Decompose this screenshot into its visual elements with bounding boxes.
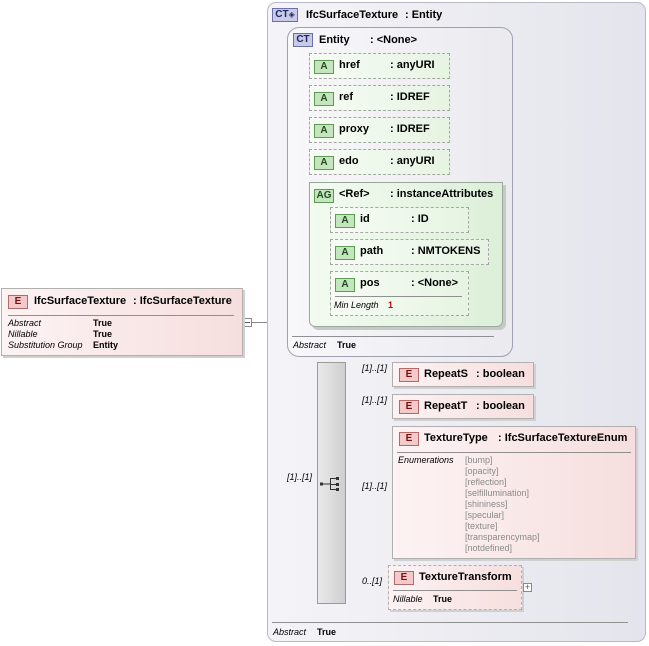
expand-plus-button[interactable]: +: [523, 582, 532, 592]
divider: [397, 452, 631, 453]
attribute-name: pos: [360, 277, 380, 289]
complex-type-type: : Entity: [405, 9, 443, 21]
element-badge: E: [394, 571, 414, 585]
min-length-label: Min Length: [334, 300, 379, 310]
attribute-id[interactable]: A id : ID: [330, 207, 469, 233]
attribute-type: : IDREF: [390, 123, 430, 135]
entity-name: Entity: [319, 34, 350, 46]
attribute-badge: A: [314, 156, 334, 170]
nillable-label: Nillable: [393, 594, 423, 604]
divider: [272, 622, 628, 623]
enum-shininess: [shininess]: [465, 499, 508, 509]
repeats-cardinality: [1]..[1]: [362, 363, 388, 373]
attribute-group-type: : instanceAttributes: [390, 188, 494, 200]
element-badge: E: [399, 432, 419, 446]
sequence-arrow-icon: ◈: [288, 10, 295, 19]
enumerations-label: Enumerations: [398, 455, 454, 465]
attribute-ref[interactable]: A ref : IDREF: [309, 85, 450, 111]
sequence-icon: [320, 477, 339, 491]
attribute-href[interactable]: A href : anyURI: [309, 53, 450, 79]
texturetype-cardinality: [1]..[1]: [362, 481, 388, 491]
element-name: TextureType: [424, 432, 488, 444]
enum-opacity: [opacity]: [465, 466, 499, 476]
enum-notdefined: [notdefined]: [465, 543, 513, 553]
attribute-badge: A: [335, 214, 355, 228]
root-element-name: IfcSurfaceTexture: [34, 295, 127, 307]
attribute-badge: A: [314, 92, 334, 106]
attribute-type: : ID: [411, 213, 429, 225]
element-repeatt[interactable]: E RepeatT : boolean: [392, 394, 534, 419]
attribute-group-name: <Ref>: [339, 188, 370, 200]
enum-texture: [texture]: [465, 521, 498, 531]
complex-type-name: IfcSurfaceTexture: [306, 9, 399, 21]
divider: [8, 315, 234, 316]
element-badge: E: [399, 368, 419, 382]
root-element-ifcsurfacetexture[interactable]: E IfcSurfaceTexture : IfcSurfaceTexture …: [1, 288, 243, 356]
enum-specular: [specular]: [465, 510, 505, 520]
attribute-name: ref: [339, 91, 354, 103]
divider: [335, 296, 462, 297]
element-name: TextureTransform: [419, 571, 512, 583]
attribute-badge: A: [314, 124, 334, 138]
attribute-proxy[interactable]: A proxy : IDREF: [309, 117, 450, 143]
nillable-value: True: [433, 594, 453, 604]
complex-type-badge: CT◈: [272, 8, 298, 22]
element-texturetype[interactable]: E TextureType : IfcSurfaceTextureEnum En…: [392, 426, 636, 559]
element-name: RepeatT: [424, 400, 468, 412]
element-type: : boolean: [476, 400, 525, 412]
sequence-cardinality: [1]..[1]: [287, 472, 313, 482]
attribute-name: id: [360, 213, 370, 225]
element-repeats[interactable]: E RepeatS : boolean: [392, 362, 534, 387]
min-length-value: 1: [388, 300, 394, 310]
attribute-badge: A: [335, 278, 355, 292]
sequence-compositor[interactable]: [317, 362, 346, 604]
enum-transparencymap: [transparencymap]: [465, 532, 540, 542]
attribute-path[interactable]: A path : NMTOKENS: [330, 239, 489, 265]
element-type: : IfcSurfaceTextureEnum: [498, 432, 628, 444]
element-badge: E: [8, 295, 28, 309]
entity-abstract-label: Abstract: [293, 340, 327, 350]
divider: [393, 590, 517, 591]
attribute-pos[interactable]: A pos : <None> Min Length 1: [330, 271, 469, 316]
prop-label-nillable: Nillable: [8, 329, 38, 339]
attribute-name: path: [360, 245, 384, 257]
root-element-type: : IfcSurfaceTexture: [133, 295, 232, 307]
attribute-type: : anyURI: [390, 59, 435, 71]
attribute-type: : IDREF: [390, 91, 430, 103]
divider: [292, 336, 494, 337]
texturetransform-cardinality: 0..[1]: [362, 576, 383, 586]
enum-reflection: [reflection]: [465, 477, 507, 487]
attribute-name: href: [339, 59, 360, 71]
prop-value-abstract: True: [93, 318, 113, 328]
attribute-name: edo: [339, 155, 359, 167]
prop-value-substitution-group: Entity: [93, 340, 119, 350]
ct-abstract-value: True: [317, 627, 337, 637]
entity-abstract-value: True: [337, 340, 357, 350]
attribute-badge: A: [335, 246, 355, 260]
enum-bump: [bump]: [465, 455, 493, 465]
entity-type: : <None>: [370, 34, 418, 46]
attribute-type: : NMTOKENS: [411, 245, 481, 257]
prop-label-substitution-group: Substitution Group: [8, 340, 83, 350]
attribute-edo[interactable]: A edo : anyURI: [309, 149, 450, 175]
element-name: RepeatS: [424, 368, 469, 380]
element-type: : boolean: [476, 368, 525, 380]
attribute-name: proxy: [339, 123, 369, 135]
ct-abstract-label: Abstract: [273, 627, 307, 637]
attribute-type: : <None>: [411, 277, 459, 289]
element-texturetransform[interactable]: E TextureTransform Nillable True: [388, 565, 522, 610]
attribute-type: : anyURI: [390, 155, 435, 167]
element-badge: E: [399, 400, 419, 414]
repeatt-cardinality: [1]..[1]: [362, 395, 388, 405]
prop-label-abstract: Abstract: [8, 318, 42, 328]
enum-selfillumination: [selfillumination]: [465, 488, 530, 498]
entity-badge: CT: [293, 33, 313, 47]
attribute-group-badge: AG: [314, 189, 334, 203]
attribute-badge: A: [314, 60, 334, 74]
prop-value-nillable: True: [93, 329, 113, 339]
